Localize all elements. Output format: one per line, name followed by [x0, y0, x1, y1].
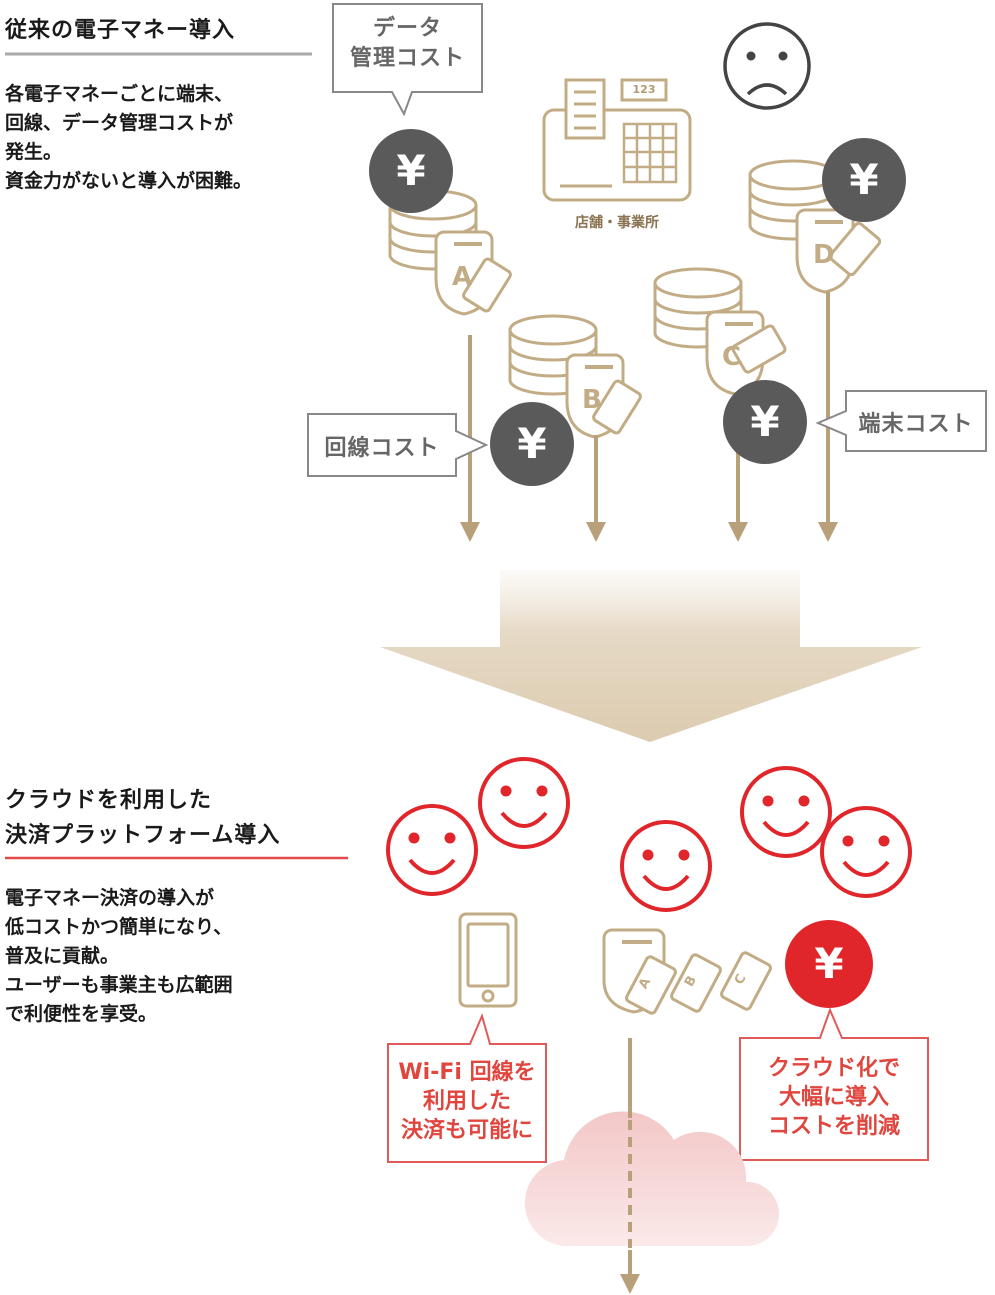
section1-desc-line: 各電子マネーごとに端末、: [5, 83, 234, 105]
smiley-face-icon: [820, 806, 912, 898]
transition-arrow: [380, 570, 922, 742]
section1-desc-line: 回線、データ管理コストが: [5, 112, 234, 134]
callout-line-cost-box: [307, 413, 489, 477]
register-display: 123: [632, 83, 656, 96]
callout-cloud-cost-line: 大幅に導入: [778, 1085, 889, 1110]
section2-heading: クラウドを利用した 決済プラットフォーム導入: [5, 783, 280, 853]
callout-cloud-cost: クラウド化で 大幅に導入 コストを削減: [740, 1054, 928, 1141]
section1-desc-line: 資金力がないと導入が困難。: [5, 170, 253, 192]
terminal-letter-D: D: [813, 240, 835, 270]
register-keypad: [622, 122, 678, 184]
section1-heading: 従来の電子マネー導入: [5, 18, 236, 43]
callout-data-cost-line: データ: [372, 16, 442, 41]
callout-wifi-box: [387, 1013, 547, 1163]
section2-desc-line: で利便性を享受。: [5, 1003, 158, 1025]
terminal-with-cards-icon: [602, 928, 772, 1015]
callout-wifi-line: 利用した: [422, 1089, 511, 1114]
smiley-face-icon: [740, 766, 832, 858]
database-terminal-D: [748, 159, 882, 294]
callout-cloud-cost-line: コストを削減: [767, 1114, 900, 1139]
section2-description: 電子マネー決済の導入が 低コストかつ簡単になり、 普及に貢献。 ユーザーも事業主…: [5, 884, 335, 1029]
yen-symbol: ¥: [396, 146, 426, 195]
callout-data-cost-box: [332, 3, 483, 117]
shop-label: 店舗・事業所: [575, 215, 659, 231]
section2-desc-line: ユーザーも事業主も広範囲: [5, 974, 233, 996]
yen-symbol-red: ¥: [814, 939, 844, 988]
yen-coin-terminal-cost-C: [723, 380, 807, 464]
section2-heading-line: 決済プラットフォーム導入: [5, 823, 281, 848]
terminal-letter-A: A: [452, 262, 473, 292]
yen-coin-line-cost: [490, 402, 574, 486]
database-terminal-B: [508, 314, 642, 439]
smiley-face-icon: [620, 820, 712, 912]
callout-data-cost-line: 管理コスト: [349, 46, 465, 71]
callout-terminal-cost-box: [815, 390, 987, 452]
callout-cloud-cost-box: [739, 1007, 929, 1161]
section1-desc-line: 発生。: [5, 141, 63, 163]
flow-arrow-cloud: [620, 1038, 640, 1294]
card-C-icon: [720, 951, 772, 1011]
yen-coin-red: [785, 920, 873, 1008]
yen-symbol: ¥: [517, 419, 547, 468]
smiley-faces: [386, 757, 912, 912]
section1-description: 各電子マネーごとに端末、 回線、データ管理コストが 発生。 資金力がないと導入が…: [5, 80, 315, 196]
card-A-icon: [625, 955, 677, 1015]
terminal-letter-C: C: [722, 342, 742, 372]
section2-desc-line: 低コストかつ簡単になり、: [5, 916, 233, 938]
callout-cloud-cost-line: クラウド化で: [767, 1056, 900, 1081]
callout-wifi-line: 決済も可能に: [400, 1118, 533, 1143]
database-terminal-C: [653, 267, 787, 396]
section2-desc-line: 普及に貢献。: [5, 945, 120, 967]
card-B-icon: [670, 953, 722, 1013]
section2-desc-line: 電子マネー決済の導入が: [5, 887, 215, 909]
smiley-face-icon: [386, 804, 478, 896]
callout-line-cost: 回線コスト: [324, 436, 440, 461]
yen-coin-terminal-cost-D: [822, 138, 906, 222]
callout-data-cost: データ 管理コスト: [333, 14, 482, 74]
callout-terminal-cost: 端末コスト: [858, 412, 974, 437]
cloud-icon: [524, 1111, 780, 1247]
section2-heading-line: クラウドを利用した: [5, 788, 213, 813]
terminal-letter-B: B: [582, 385, 602, 415]
callout-wifi: Wi-Fi 回線を 利用した 決済も可能に: [388, 1058, 546, 1145]
smartphone-icon: [458, 912, 518, 1008]
callout-wifi-line: Wi-Fi 回線を: [398, 1060, 536, 1085]
yen-coin-data-cost: [369, 129, 453, 213]
register-icon: [542, 78, 692, 202]
sad-face-icon: [723, 22, 811, 110]
yen-symbol: ¥: [849, 155, 879, 204]
yen-symbol: ¥: [750, 397, 780, 446]
smiley-face-icon: [478, 757, 570, 849]
